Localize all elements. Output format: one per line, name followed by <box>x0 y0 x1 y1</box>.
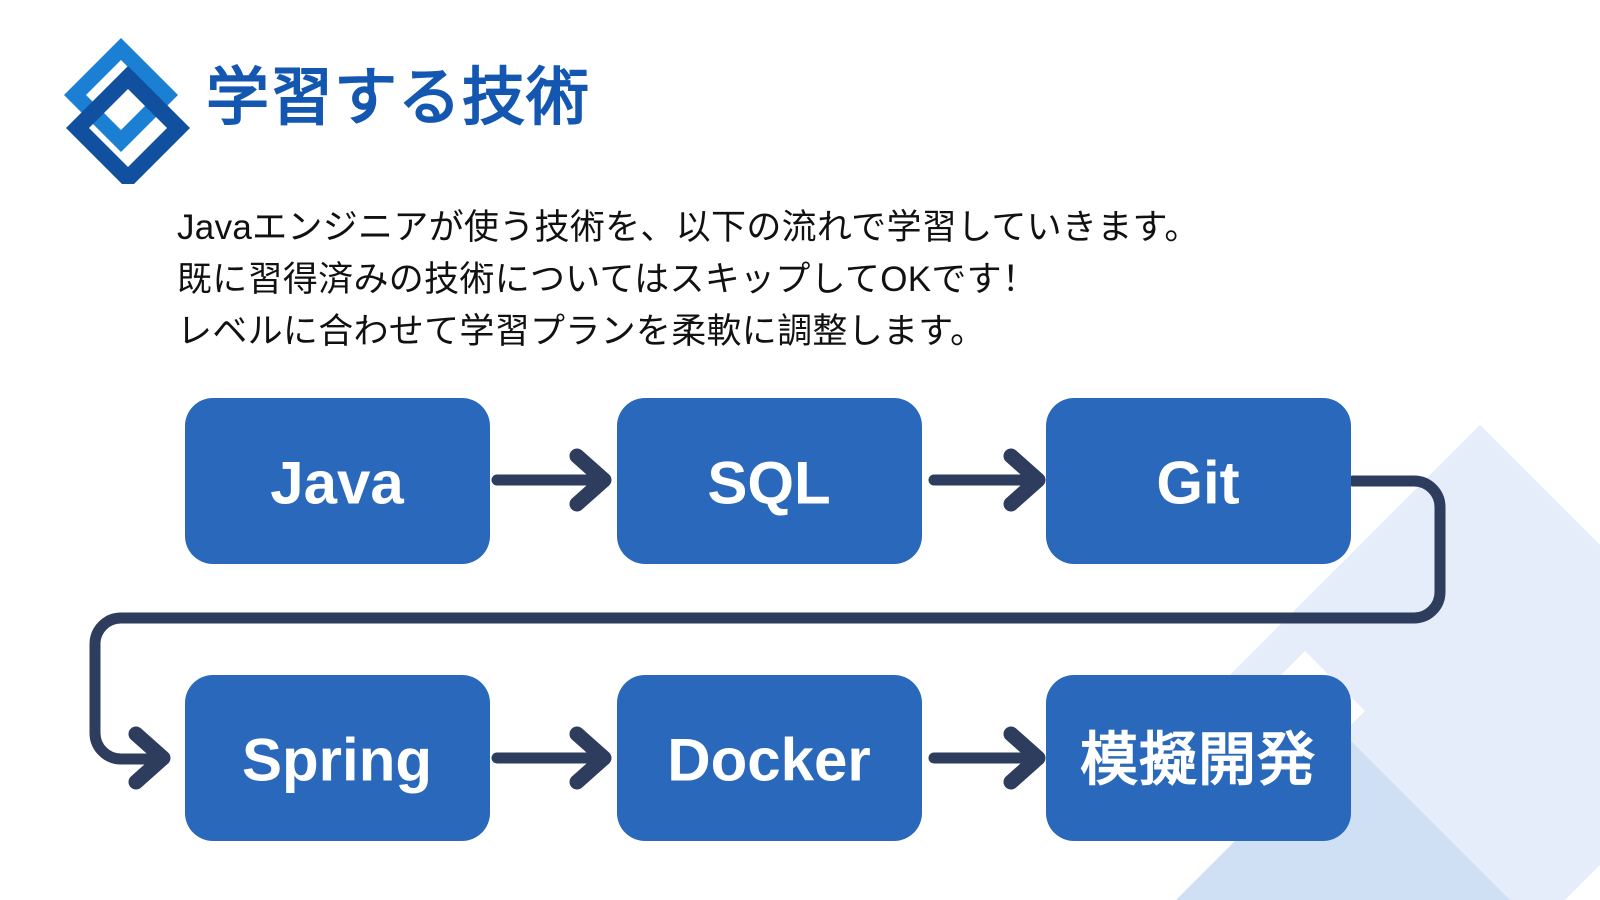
flow-node-sql-label: SQL <box>707 450 830 517</box>
flow-node-spring-box[interactable] <box>185 675 490 841</box>
flow-node-mock-development-label: 模擬開発 <box>1080 728 1316 793</box>
double-diamond-logo <box>64 38 190 184</box>
flow-node-mock-development[interactable]: 模擬開発 <box>1046 675 1351 841</box>
flow-node-docker-label: Docker <box>667 727 870 794</box>
flow-node-docker[interactable]: Docker <box>617 675 922 841</box>
arrowhead-spring-docker <box>569 726 612 790</box>
flow-node-spring-label: Spring <box>242 727 432 794</box>
arrowhead-docker-mock <box>1003 726 1046 790</box>
arrowhead-sql-git <box>1003 448 1046 512</box>
body-line-2: 既に習得済みの技術についてはスキップしてOKです！ <box>177 260 1038 299</box>
body-line-1: Javaエンジニアが使う技術を、以下の流れで学習していきます。 <box>177 208 1200 247</box>
flow-node-spring[interactable]: Spring <box>185 675 490 841</box>
flow-node-java-label: Java <box>270 450 404 517</box>
flow-node-git[interactable]: Git <box>1046 398 1351 564</box>
flow-node-docker-box[interactable] <box>617 675 922 841</box>
page-title: 学習する技術 <box>206 63 590 133</box>
flow-node-sql[interactable]: SQL <box>617 398 922 564</box>
flow-node-java-box[interactable] <box>185 398 490 564</box>
arrowhead-git-spring <box>128 726 171 790</box>
logo-diamond-inner <box>66 66 190 184</box>
flow-node-java[interactable]: Java <box>185 398 490 564</box>
flow-node-sql-box[interactable] <box>617 398 922 564</box>
body-line-3: レベルに合わせて学習プランを柔軟に調整します。 <box>177 312 986 351</box>
flow-node-git-label: Git <box>1156 450 1239 517</box>
flow-arrowheads <box>128 448 1046 790</box>
arrowhead-java-sql <box>569 448 612 512</box>
body-paragraph: Javaエンジニアが使う技術を、以下の流れで学習していきます。 既に習得済みの技… <box>177 202 1200 358</box>
